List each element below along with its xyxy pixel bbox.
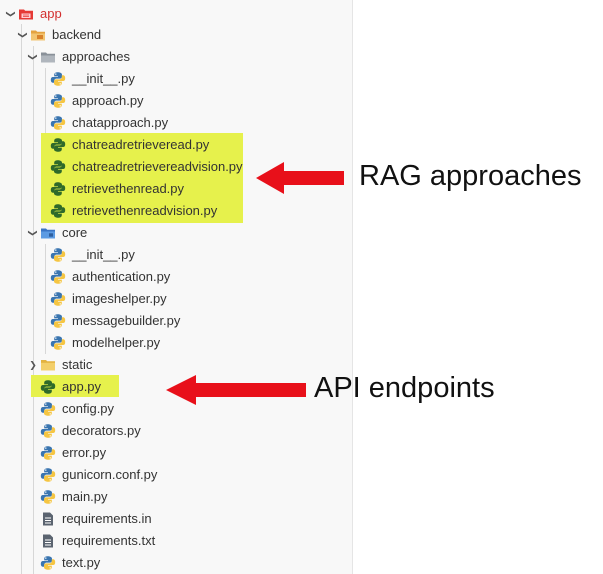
python-file-icon [40,401,56,417]
indent-guide [45,244,46,354]
tree-file[interactable]: requirements.in [40,508,152,530]
python-file-icon [40,423,56,439]
tree-folder-backend[interactable]: ❯ backend [16,24,101,46]
chevron-down-icon[interactable]: ❯ [18,31,28,39]
tree-folder-core[interactable]: ❯ core [26,222,87,244]
chevron-down-icon[interactable]: ❯ [28,53,38,61]
tree-folder-static[interactable]: ❯ static [26,354,92,376]
python-file-icon [40,489,56,505]
tree-file[interactable]: retrievethenread.py [50,178,184,200]
file-label: app.py [62,379,102,394]
python-file-icon [50,71,66,87]
file-label: authentication.py [72,269,171,284]
file-label: retrievethenreadvision.py [72,203,218,218]
tree-file[interactable]: retrievethenreadvision.py [50,200,217,222]
tree-file[interactable]: chatapproach.py [50,112,168,134]
file-label: requirements.txt [62,533,156,548]
file-label: chatreadretrieveread.py [72,137,210,152]
file-label: main.py [62,489,108,504]
tree-file[interactable]: imageshelper.py [50,288,167,310]
tree-file[interactable]: error.py [40,442,106,464]
file-label: retrievethenread.py [72,181,185,196]
file-label: chatreadretrievereadvision.py [72,159,243,174]
tree-file[interactable]: __init__.py [50,68,135,90]
file-label: approach.py [72,93,144,108]
api-arrow [166,375,306,405]
python-file-icon [50,203,66,219]
tree-file[interactable]: app.py [40,376,101,398]
python-file-icon [50,93,66,109]
tree-file[interactable]: config.py [40,398,114,420]
file-label: requirements.in [62,511,152,526]
chevron-down-icon[interactable]: ❯ [6,10,16,18]
python-file-icon [50,247,66,263]
folder-label: core [62,225,88,240]
file-label: modelhelper.py [72,335,161,350]
python-file-icon [50,335,66,351]
tree-file[interactable]: chatreadretrievereadvision.py [50,156,243,178]
file-label: text.py [62,555,101,570]
indent-guide [21,24,22,574]
text-file-icon [40,511,56,527]
file-label: messagebuilder.py [72,313,181,328]
python-file-icon [50,115,66,131]
file-label: config.py [62,401,115,416]
chevron-down-icon[interactable]: ❯ [28,229,38,237]
rag-highlight [41,133,243,223]
python-file-icon [50,181,66,197]
tree-folder-approaches[interactable]: ❯ approaches [26,46,130,68]
rag-arrow [256,162,344,194]
python-file-icon [40,445,56,461]
tree-file[interactable]: main.py [40,486,108,508]
tree-file[interactable]: gunicorn.conf.py [40,464,157,486]
folder-label: backend [52,27,102,42]
file-label: __init__.py [72,247,135,262]
tree-file[interactable]: authentication.py [50,266,170,288]
chevron-right-icon[interactable]: ❯ [29,360,37,370]
rag-annotation-label: RAG approaches [359,160,582,192]
file-label: decorators.py [62,423,141,438]
folder-closed-icon [40,357,56,373]
tree-file[interactable]: modelhelper.py [50,332,160,354]
tree-file[interactable]: chatreadretrieveread.py [50,134,209,156]
indent-guide [33,46,34,574]
python-file-icon [50,137,66,153]
python-file-icon [40,467,56,483]
tree-folder-app[interactable]: ❯ app [4,3,62,25]
api-annotation-label: API endpoints [314,372,495,404]
file-explorer: ❯ app ❯ backend ❯ approaches __init__.py… [4,0,353,574]
folder-label: static [62,357,93,372]
text-file-icon [40,533,56,549]
tree-file[interactable]: messagebuilder.py [50,310,180,332]
tree-file[interactable]: __init__.py [50,244,135,266]
python-file-icon [50,313,66,329]
python-file-icon [40,555,56,571]
python-file-icon [50,159,66,175]
tree-file[interactable]: decorators.py [40,420,141,442]
tree-file[interactable]: text.py [40,552,100,574]
file-label: error.py [62,445,107,460]
app-highlight [31,375,119,397]
file-label: gunicorn.conf.py [62,467,158,482]
tree-file[interactable]: approach.py [50,90,144,112]
file-label: __init__.py [72,71,135,86]
python-file-icon [50,291,66,307]
python-file-icon [50,269,66,285]
folder-label: approaches [62,49,130,64]
file-label: chatapproach.py [72,115,169,130]
folder-label: app [40,6,62,21]
tree-file[interactable]: requirements.txt [40,530,155,552]
file-label: imageshelper.py [72,291,167,306]
python-file-icon [40,379,56,395]
